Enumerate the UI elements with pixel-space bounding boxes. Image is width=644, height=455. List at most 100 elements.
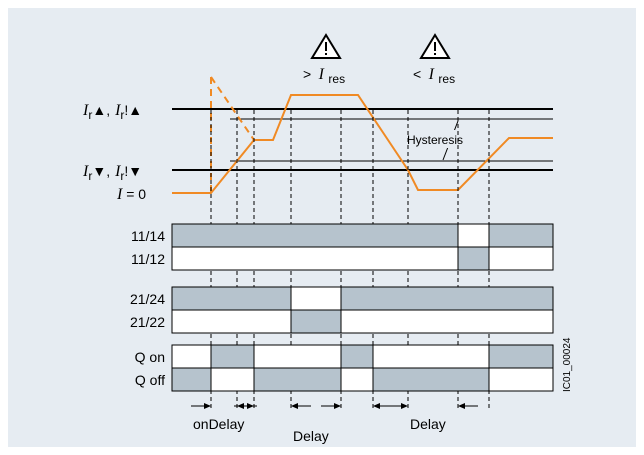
- state-segment: [172, 368, 211, 391]
- delay-label-1: Delay: [293, 428, 329, 444]
- state-segment: [172, 287, 211, 310]
- state-segment: [291, 345, 341, 368]
- state-segment: [172, 345, 211, 368]
- state-segment: [489, 287, 553, 310]
- state-segment: [291, 224, 341, 247]
- figure-id: IC01_00024: [562, 337, 573, 392]
- state-row-label: Q off: [135, 372, 165, 388]
- state-segment: [458, 310, 489, 333]
- state-segment: [211, 247, 237, 270]
- state-row-frame: [171, 246, 554, 271]
- delay-label-2: Delay: [410, 416, 446, 432]
- state-segment: [211, 310, 237, 333]
- state-segment: [408, 310, 458, 333]
- state-segment: [237, 345, 254, 368]
- state-segment: [237, 310, 254, 333]
- state-row-label: 21/24: [130, 291, 165, 307]
- state-row: 11/14: [131, 223, 554, 248]
- state-row-label: 11/14: [131, 228, 165, 244]
- zero-current-label: I = 0: [116, 186, 146, 203]
- delay-arrow-head: [291, 403, 298, 409]
- state-row: Q off: [135, 367, 554, 392]
- current-trace: [172, 94, 553, 194]
- state-segment: [254, 287, 291, 310]
- under-current-label: < I res: [413, 66, 455, 86]
- state-segment: [489, 310, 553, 333]
- state-row-frame: [171, 367, 554, 392]
- state-segment: [489, 345, 553, 368]
- state-segment: [408, 247, 458, 270]
- state-segment: [458, 224, 489, 247]
- state-segment: [211, 368, 237, 391]
- delay-arrow-head: [401, 403, 408, 409]
- state-segment: [458, 247, 489, 270]
- state-segment: [458, 368, 489, 391]
- state-segment: [172, 247, 211, 270]
- state-segment: [237, 247, 254, 270]
- over-current-label: > I res: [303, 66, 345, 86]
- state-segment: [341, 368, 373, 391]
- state-segment: [408, 287, 458, 310]
- state-segment: [211, 287, 237, 310]
- state-segment: [172, 224, 211, 247]
- state-row-label: Q on: [135, 349, 165, 365]
- state-segment: [237, 368, 254, 391]
- delay-arrow-head: [458, 403, 465, 409]
- state-segment: [408, 345, 458, 368]
- state-segment: [373, 224, 408, 247]
- delay-arrow-head: [237, 403, 244, 409]
- state-segment: [341, 224, 373, 247]
- state-rows: 11/14 11/12 21/24 21/22 Q on Q off: [130, 223, 554, 392]
- state-segment: [211, 224, 237, 247]
- state-segment: [373, 368, 408, 391]
- state-segment: [254, 368, 291, 391]
- hysteresis-label-bg: [402, 130, 506, 148]
- state-segment: [489, 224, 553, 247]
- state-segment: [254, 224, 291, 247]
- state-segment: [237, 287, 254, 310]
- state-segment: [341, 345, 373, 368]
- state-segment: [408, 368, 458, 391]
- state-segment: [458, 345, 489, 368]
- state-segment: [373, 345, 408, 368]
- state-row: 11/12: [131, 246, 554, 271]
- startup-decay-line: [210, 76, 255, 141]
- state-segment: [408, 224, 458, 247]
- state-row: 21/22: [130, 309, 554, 334]
- delay-arrow-head: [373, 403, 380, 409]
- state-segment: [254, 310, 291, 333]
- lower-threshold-label: Ir▼,Ir!▼: [82, 163, 142, 183]
- state-segment: [291, 368, 341, 391]
- state-row: Q on: [135, 344, 554, 369]
- state-segment: [489, 247, 553, 270]
- state-row-label: 21/22: [130, 314, 165, 330]
- state-row-label: 11/12: [131, 251, 165, 267]
- state-segment: [237, 224, 254, 247]
- state-row-frame: [171, 309, 554, 334]
- on-delay-label: onDelay: [193, 416, 244, 432]
- hysteresis-label: Hysteresis: [407, 133, 463, 147]
- state-segment: [341, 247, 373, 270]
- state-segment: [341, 287, 373, 310]
- upper-threshold-label: Ir▲,Ir!▲: [82, 102, 142, 122]
- state-row: 21/24: [130, 286, 554, 311]
- state-segment: [341, 310, 373, 333]
- warning-triangle-icon: [310, 33, 342, 59]
- state-segment: [172, 310, 211, 333]
- delay-arrows: [191, 403, 478, 409]
- state-segment: [291, 247, 341, 270]
- state-segment: [489, 368, 553, 391]
- delay-arrow-head: [204, 403, 211, 409]
- delay-arrow-head: [334, 403, 341, 409]
- state-segment: [254, 345, 291, 368]
- state-segment: [373, 310, 408, 333]
- warning-triangle-icon: [419, 33, 451, 59]
- state-segment: [291, 287, 341, 310]
- state-segment: [373, 247, 408, 270]
- state-segment: [373, 287, 408, 310]
- state-segment: [254, 247, 291, 270]
- state-segment: [291, 310, 341, 333]
- state-segment: [458, 287, 489, 310]
- state-segment: [211, 345, 237, 368]
